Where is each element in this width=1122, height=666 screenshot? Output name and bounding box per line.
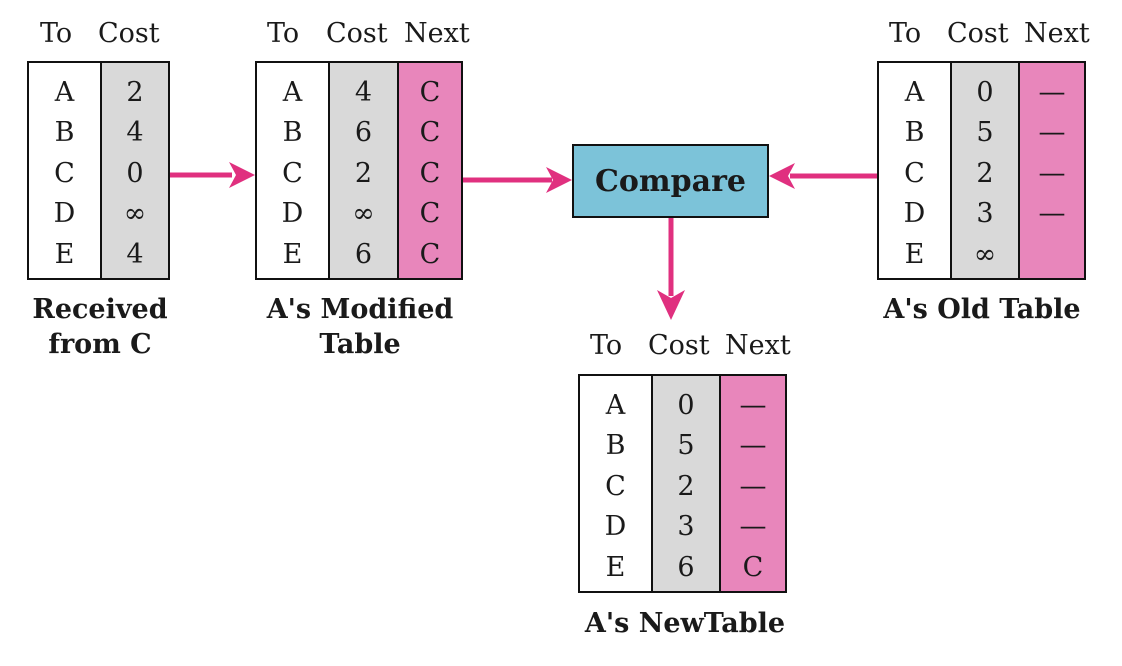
compare-box: Compare <box>572 144 769 218</box>
table-cell: 2 <box>677 470 695 502</box>
table-cell: 5 <box>677 430 695 462</box>
arrowhead-down <box>657 290 685 320</box>
new-table-box: A B C D E 0 5 2 3 6 — — — — C <box>578 374 787 593</box>
table-cell: A <box>54 76 75 108</box>
table-cell: 3 <box>677 511 695 543</box>
table-cell: ∞ <box>123 198 147 230</box>
new-caption: A's NewTable <box>584 608 786 639</box>
table-cell: A <box>605 389 626 421</box>
table-cell: — <box>1038 76 1066 108</box>
table-cell: 6 <box>354 238 373 270</box>
header-cost: Cost <box>326 18 388 49</box>
table-cell: C <box>419 238 441 270</box>
arrowhead-left <box>769 163 795 189</box>
header-cost: Cost <box>648 330 710 361</box>
arrowhead-right <box>229 162 255 188</box>
table-cell: 5 <box>976 117 994 149</box>
next-column: — — — — <box>1018 63 1084 278</box>
header-next: Next <box>404 18 470 49</box>
header-to: To <box>267 18 300 49</box>
table-cell: 2 <box>354 157 373 189</box>
cost-column: 2 4 0 ∞ 4 <box>100 63 168 278</box>
table-cell: B <box>605 430 626 462</box>
header-to: To <box>889 18 922 49</box>
table-cell: 4 <box>126 238 144 270</box>
table-cell: E <box>54 238 75 270</box>
header-to: To <box>40 18 73 49</box>
table-cell: C <box>419 198 441 230</box>
header-next: Next <box>725 330 791 361</box>
table-cell: — <box>739 511 767 543</box>
table-cell: ∞ <box>352 198 375 230</box>
table-cell: 3 <box>976 198 994 230</box>
modified-table-box: A B C D E 4 6 2 ∞ 6 C C C C C <box>255 61 463 280</box>
table-cell: 0 <box>126 157 144 189</box>
next-column: C C C C C <box>397 63 461 278</box>
table-cell: 4 <box>126 117 144 149</box>
old-table-box: A B C D E 0 5 2 3 ∞ — — — — <box>877 61 1086 280</box>
header-cost: Cost <box>98 18 160 49</box>
old-caption: A's Old Table <box>883 294 1081 325</box>
table-cell: — <box>1038 117 1066 149</box>
table-cell: — <box>739 430 767 462</box>
header-cost: Cost <box>947 18 1009 49</box>
cost-column: 4 6 2 ∞ 6 <box>328 63 397 278</box>
cost-column: 0 5 2 3 6 <box>651 376 719 591</box>
table-cell: — <box>1038 198 1066 230</box>
to-column: A B C D E <box>879 63 950 278</box>
next-column: — — — — C <box>719 376 785 591</box>
table-cell: A <box>904 76 925 108</box>
table-cell: C <box>742 551 764 583</box>
table-cell: B <box>282 117 303 149</box>
modified-caption: A's Modified Table <box>266 294 454 361</box>
arrowhead-right <box>546 167 572 193</box>
received-caption: Received from C <box>32 294 168 361</box>
cost-column: 0 5 2 3 ∞ <box>950 63 1018 278</box>
table-cell: C <box>605 470 626 502</box>
table-cell: B <box>54 117 75 149</box>
table-cell: 2 <box>126 76 144 108</box>
table-cell: 0 <box>677 389 695 421</box>
to-column: A B C D E <box>257 63 328 278</box>
table-cell: C <box>419 157 441 189</box>
to-column: A B C D E <box>580 376 651 591</box>
table-cell: D <box>604 511 627 543</box>
table-cell: C <box>54 157 75 189</box>
table-cell: A <box>282 76 303 108</box>
table-cell: C <box>282 157 303 189</box>
table-cell: E <box>282 238 303 270</box>
table-cell: D <box>53 198 76 230</box>
table-cell: 4 <box>354 76 373 108</box>
table-cell: C <box>904 157 925 189</box>
to-column: A B C D E <box>29 63 100 278</box>
table-cell: C <box>419 117 441 149</box>
table-cell: B <box>904 117 925 149</box>
table-cell: 6 <box>354 117 373 149</box>
table-cell: — <box>739 470 767 502</box>
table-cell: C <box>419 76 441 108</box>
table-cell: — <box>1038 157 1066 189</box>
header-to: To <box>590 330 623 361</box>
table-cell: E <box>605 551 626 583</box>
table-cell: — <box>739 389 767 421</box>
table-cell: 2 <box>976 157 994 189</box>
table-cell: 0 <box>976 76 994 108</box>
table-cell: E <box>904 238 925 270</box>
header-next: Next <box>1024 18 1090 49</box>
received-table-box: A B C D E 2 4 0 ∞ 4 <box>27 61 170 280</box>
table-cell: 6 <box>677 551 695 583</box>
table-cell: D <box>903 198 926 230</box>
compare-label: Compare <box>595 163 746 199</box>
table-cell: ∞ <box>973 238 997 270</box>
table-cell: D <box>281 198 304 230</box>
